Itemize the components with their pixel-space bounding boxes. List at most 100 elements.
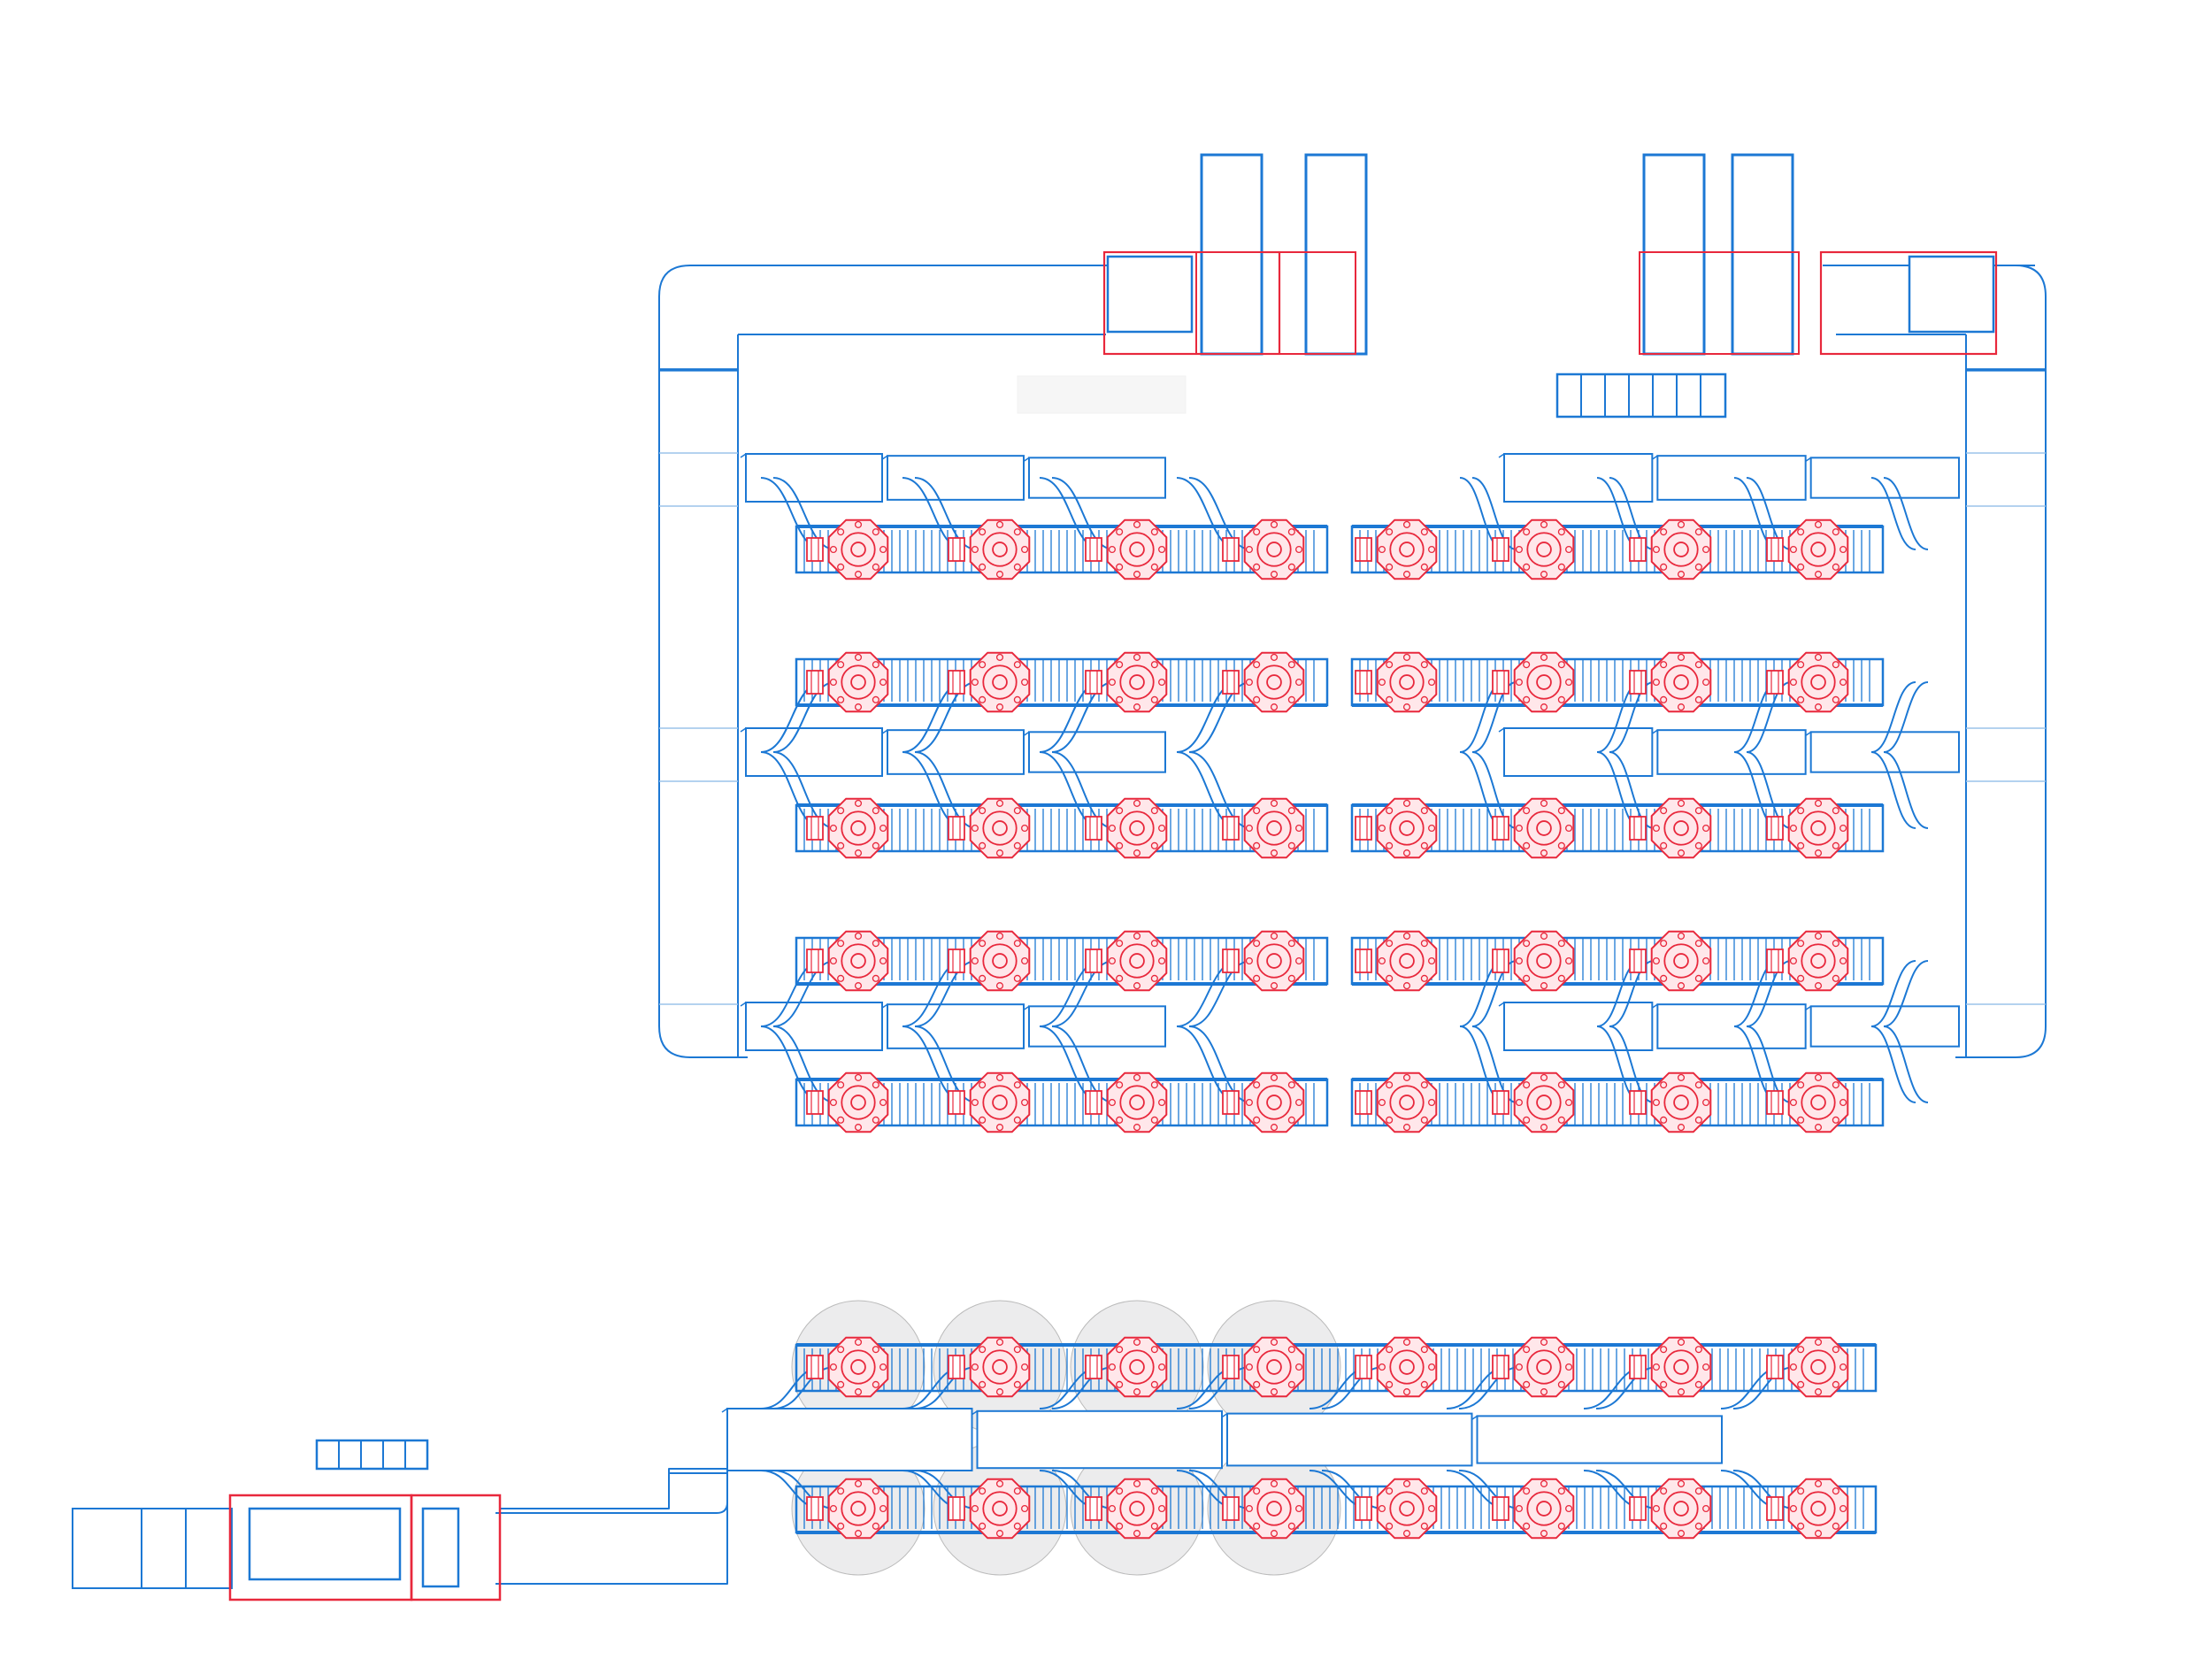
ahu-fan-section [1200,153,1263,356]
valve-body [1650,797,1712,859]
valve-bolt [1814,1388,1823,1396]
valve-connector [1222,537,1240,562]
valve-bolt [1287,940,1295,948]
valve-bolt [1378,956,1386,965]
valve-bolt [1133,571,1141,579]
valve-bolt [1677,1479,1686,1487]
valve-bolt [1386,1522,1394,1530]
valve-icon [1629,930,1712,992]
duct-branch [914,681,978,753]
valve-connector [1629,670,1647,695]
valve-stem [850,541,866,557]
duct-segment [887,455,1025,501]
valve-seat [1663,1349,1699,1385]
valve-bolt [1295,1363,1303,1371]
valve-body [1787,651,1849,713]
valve-bolt [1789,1098,1797,1107]
duct-segment [1028,457,1166,499]
duct-reducer [721,1408,728,1413]
valve-icon [1085,930,1168,992]
duct-branch [1321,1366,1385,1409]
valve-bolt [1013,661,1021,669]
filter-bank-icon [315,1439,429,1471]
valve-bolt [1540,1338,1548,1346]
duct-icon [1498,1002,1960,1051]
valve-icon [1766,1478,1849,1540]
duct-reducer [1221,1412,1228,1418]
valve-bolt [1386,974,1394,982]
valve-bolt [1557,1487,1565,1495]
valve-bolt [1402,982,1411,990]
valve-bolt [1565,545,1573,554]
valve-stem [1810,674,1826,690]
valve-bolt [837,1522,845,1530]
valve-stem [1129,1359,1145,1375]
valve-icon [806,651,889,713]
valve-bolt [1287,695,1295,703]
duct-branch [772,681,836,753]
valve-body [1106,651,1168,713]
valve-bolt [1021,824,1029,833]
valve-body [969,1478,1031,1540]
valve-body [1376,518,1438,580]
valve-stem [1399,820,1415,836]
fan-unit-icon [1102,153,1368,356]
valve-bolt [872,528,879,536]
valve-icon [1766,518,1849,580]
duct-reducer [881,455,888,460]
valve-bolt [1253,974,1261,982]
valve-connector [1085,1496,1102,1521]
valve-bolt [1402,520,1411,528]
valve-bolt [995,982,1004,990]
valve-bolt [995,799,1004,807]
valve-body [1787,1336,1849,1398]
valve-bolt [1797,1522,1805,1530]
valve-bolt [1420,1487,1428,1495]
valve-stem [1673,1094,1689,1110]
valve-icon [1222,1478,1305,1540]
valve-bolt [837,1081,845,1089]
valve-bolt [1270,653,1279,661]
valve-body [827,797,889,859]
valve-bolt [995,1530,1004,1538]
valve-bolt [1797,563,1805,571]
duct-branch [1188,751,1252,829]
valve-bolt [1428,1363,1436,1371]
valve-bolt [879,1504,887,1513]
valve-bolt [1386,563,1394,571]
valve-bolt [1515,545,1523,554]
valve-connector [1355,537,1372,562]
valve-bolt [1420,1081,1428,1089]
duct-branch [1609,960,1655,1027]
valve-bolt [1270,703,1279,711]
valve-bolt [1295,1504,1303,1513]
duct-branch [1471,960,1517,1027]
valve-body [1787,797,1849,859]
valve-seat [1526,810,1562,846]
valve-bolt [1694,661,1702,669]
valve-icon [1355,651,1438,713]
valve-body [1376,1071,1438,1133]
valve-stem [1673,541,1689,557]
valve-bolt [1652,545,1660,554]
valve-bolt [1158,1098,1166,1107]
valve-stem [1266,1501,1282,1517]
valve-bolt [1378,824,1386,833]
valve-icon [1222,651,1305,713]
valve-bolt [1402,799,1411,807]
valve-body [1650,518,1712,580]
valve-bolt [1540,1124,1548,1132]
valve-bolt [1540,520,1548,528]
ahu-fan-section [72,1508,233,1589]
valve-bolt [829,1504,837,1513]
valve-bolt [1702,545,1710,554]
valve-seat [841,532,876,567]
valve-bolt [1797,1346,1805,1354]
valve-bolt [1116,1487,1124,1495]
valve-bolt [1652,1504,1660,1513]
valve-bolt [1557,528,1565,536]
duct-branch [1870,681,1916,753]
valve-bolt [1116,1116,1124,1124]
valve-connector [1355,1496,1372,1521]
valve-bolt [1116,695,1124,703]
